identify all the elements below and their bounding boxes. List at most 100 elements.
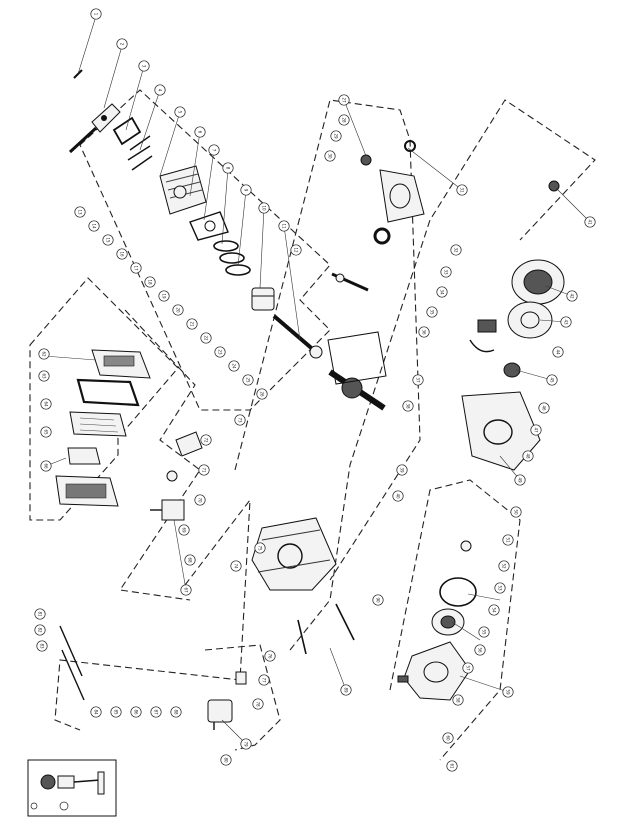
callout-79: 79 — [240, 738, 252, 750]
callout-57: 57 — [462, 662, 474, 674]
callout-59: 59 — [502, 686, 514, 698]
callout-number: 73 — [238, 417, 243, 423]
callout-37: 37 — [412, 374, 424, 386]
starter-housing — [403, 641, 471, 701]
callout-24: 24 — [228, 360, 240, 372]
callout-86: 86 — [130, 706, 142, 718]
callout-number: 64 — [44, 401, 49, 407]
oil-dipstick — [297, 619, 307, 655]
callout-7: 7 — [208, 144, 220, 156]
callout-number: 63 — [42, 373, 47, 379]
valve-cover-gasket — [112, 116, 142, 146]
callout-number: 4 — [158, 89, 163, 92]
callout-number: 25 — [246, 377, 251, 383]
callout-number: 77 — [262, 677, 267, 683]
callout-18: 18 — [144, 276, 156, 288]
callout-84: 84 — [90, 706, 102, 718]
callout-40: 40 — [392, 490, 404, 502]
callout-number: 20 — [176, 307, 181, 313]
callout-number: 9 — [244, 189, 249, 192]
callout-48: 48 — [522, 450, 534, 462]
callout-52: 52 — [498, 560, 510, 572]
callout-number: 80 — [224, 757, 229, 763]
crankcase — [251, 517, 337, 591]
callout-66: 66 — [40, 460, 52, 472]
callout-74: 74 — [230, 560, 242, 572]
callout-68: 68 — [184, 554, 196, 566]
callout-number: 37 — [416, 377, 421, 383]
air-filter-foam — [67, 447, 101, 465]
callout-number: 71 — [202, 467, 207, 473]
callout-31: 31 — [456, 184, 468, 196]
callout-45: 45 — [546, 374, 558, 386]
leader-lines — [43, 15, 591, 745]
callout-number: 19 — [162, 293, 167, 299]
callout-69: 69 — [178, 524, 190, 536]
callout-number: 36 — [422, 329, 427, 335]
callout-number: 38 — [406, 403, 411, 409]
callout-number: 8 — [226, 167, 231, 170]
callout-51: 51 — [502, 534, 514, 546]
callout-3: 3 — [138, 60, 150, 72]
callout-5: 5 — [174, 106, 186, 118]
callout-number: 62 — [42, 351, 47, 357]
crankshaft-group-outline — [234, 99, 421, 581]
callout-number: 45 — [550, 377, 555, 383]
callout-44: 44 — [552, 346, 564, 358]
callout-64: 64 — [40, 398, 52, 410]
air-filter-base — [55, 475, 119, 507]
callout-number: 43 — [564, 319, 569, 325]
callout-number: 15 — [106, 237, 111, 243]
rotor-stator-group-outline — [289, 99, 596, 651]
callout-87: 87 — [150, 706, 162, 718]
callout-number: 65 — [44, 429, 49, 435]
callout-34: 34 — [436, 286, 448, 298]
callout-1: 1 — [90, 8, 102, 20]
callout-number: 87 — [154, 709, 159, 715]
callout-81: 81 — [34, 608, 46, 620]
rotor — [507, 301, 553, 339]
callout-47: 47 — [530, 424, 542, 436]
callout-19: 19 — [158, 290, 170, 302]
air-filter-gasket — [76, 378, 140, 407]
callout-63: 63 — [38, 370, 50, 382]
callout-12: 12 — [290, 244, 302, 256]
callout-67: 67 — [180, 584, 192, 596]
callout-number: 84 — [94, 709, 99, 715]
callout-41: 41 — [584, 216, 596, 228]
callout-number: 78 — [256, 701, 261, 707]
callout-number: 26 — [260, 391, 265, 397]
drive-pulley — [503, 362, 521, 378]
air-filter-cover — [91, 349, 151, 379]
callout-number: 69 — [182, 527, 187, 533]
callout-number: 1 — [94, 13, 99, 16]
callout-number: 31 — [460, 187, 465, 193]
callout-60: 60 — [442, 732, 454, 744]
callout-43: 43 — [560, 316, 572, 328]
callout-9: 9 — [240, 184, 252, 196]
piston — [251, 287, 275, 311]
spark-plug — [68, 126, 98, 154]
callout-bubbles: 1234567891011121314151617181920212223242… — [34, 8, 596, 772]
callout-25: 25 — [242, 374, 254, 386]
callout-number: 47 — [534, 427, 539, 433]
callout-number: 58 — [456, 697, 461, 703]
cylinder-head-group-outline — [79, 89, 331, 411]
fuel-pump — [207, 699, 233, 730]
callout-number: 41 — [588, 219, 593, 225]
callout-22: 22 — [200, 332, 212, 344]
callout-number: 48 — [526, 453, 531, 459]
callout-88: 88 — [170, 706, 182, 718]
callout-number: 33 — [444, 269, 449, 275]
callout-71: 71 — [198, 464, 210, 476]
starter-group-outline — [389, 479, 521, 761]
callout-77: 77 — [258, 674, 270, 686]
callout-number: 44 — [556, 349, 561, 355]
camshaft — [331, 272, 369, 292]
callout-number: 16 — [120, 251, 125, 257]
callout-number: 74 — [234, 563, 239, 569]
callout-85: 85 — [110, 706, 122, 718]
callout-56: 56 — [474, 644, 486, 656]
callout-number: 29 — [334, 133, 339, 139]
callout-number: 5 — [178, 111, 183, 114]
